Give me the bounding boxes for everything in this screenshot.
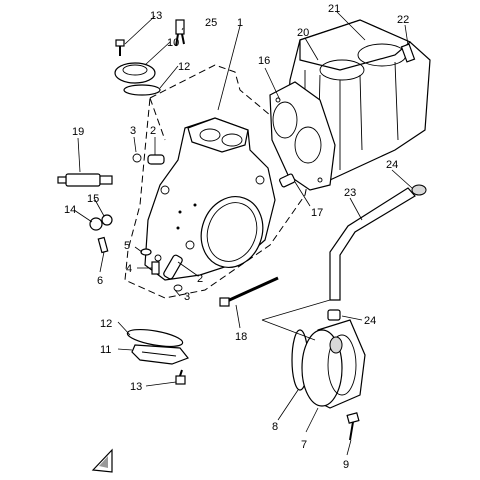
cover-10	[114, 62, 156, 84]
leader-lines	[73, 11, 413, 456]
callout-17: 17	[311, 207, 323, 219]
callout-15: 15	[87, 193, 99, 205]
callout-12-top: 12	[178, 61, 190, 73]
cylinder-head-gasket	[269, 81, 336, 191]
callout-1: 1	[237, 17, 243, 29]
callout-22: 22	[397, 14, 409, 26]
callout-3-bottom: 3	[184, 291, 190, 303]
callout-labels: 1 2 2 3 3 4 5 6 7 8 9 10 11 12 12 13 13 …	[64, 3, 409, 471]
pin-2-bottom	[163, 254, 183, 280]
callout-12-bottom: 12	[100, 318, 112, 330]
assembly-dashed-outline	[124, 64, 311, 299]
gasket-12	[123, 84, 161, 96]
washer-5	[140, 248, 152, 256]
intake-manifold	[144, 117, 276, 281]
gasket-12-lower	[126, 328, 184, 348]
stud-22	[400, 43, 416, 63]
screw-13-bottom	[175, 369, 186, 385]
sensor-25	[175, 19, 185, 47]
callout-3-top: 3	[130, 125, 136, 137]
callout-20: 20	[297, 27, 309, 39]
nut-14	[89, 217, 103, 231]
callout-19: 19	[72, 126, 84, 138]
pin-2-top	[147, 154, 165, 165]
callout-24-bottom: 24	[364, 315, 376, 327]
callout-13-top: 13	[150, 10, 162, 22]
callout-8: 8	[272, 421, 278, 433]
bolt-9	[346, 412, 360, 441]
callout-18: 18	[235, 331, 247, 343]
front-arrow-icon	[91, 448, 113, 473]
callout-6: 6	[97, 275, 103, 287]
lower-cover-assembly	[126, 328, 189, 385]
callout-10: 10	[167, 37, 179, 49]
cover-assembly	[114, 19, 185, 96]
callout-14: 14	[64, 204, 76, 216]
clip-3-bottom	[173, 284, 183, 292]
callout-5: 5	[124, 240, 130, 252]
sensor-19	[57, 173, 113, 187]
callout-13-bottom: 13	[130, 381, 142, 393]
screw-6	[97, 236, 109, 254]
clip-3-top	[132, 153, 142, 163]
callout-4: 4	[126, 263, 132, 275]
washer-15	[101, 214, 113, 226]
pump-assembly	[291, 319, 366, 441]
callout-21: 21	[328, 3, 340, 15]
callout-24-top: 24	[386, 159, 398, 171]
bolt-4	[151, 261, 160, 275]
cylinder-block	[269, 19, 431, 191]
callout-23: 23	[344, 187, 356, 199]
callout-9: 9	[343, 459, 349, 471]
fitting-24	[327, 309, 341, 321]
callout-25: 25	[205, 17, 217, 29]
stud-17	[279, 173, 296, 188]
hose	[329, 184, 427, 301]
callout-2-top: 2	[150, 125, 156, 137]
small-parts	[89, 153, 183, 292]
callout-16: 16	[258, 55, 270, 67]
screw-13-top	[115, 39, 125, 56]
hose-clamp-24	[411, 184, 427, 196]
callout-2-bottom: 2	[197, 273, 203, 285]
callout-11: 11	[100, 344, 111, 356]
stud-bolt-18	[219, 276, 279, 307]
callout-7: 7	[301, 439, 307, 451]
